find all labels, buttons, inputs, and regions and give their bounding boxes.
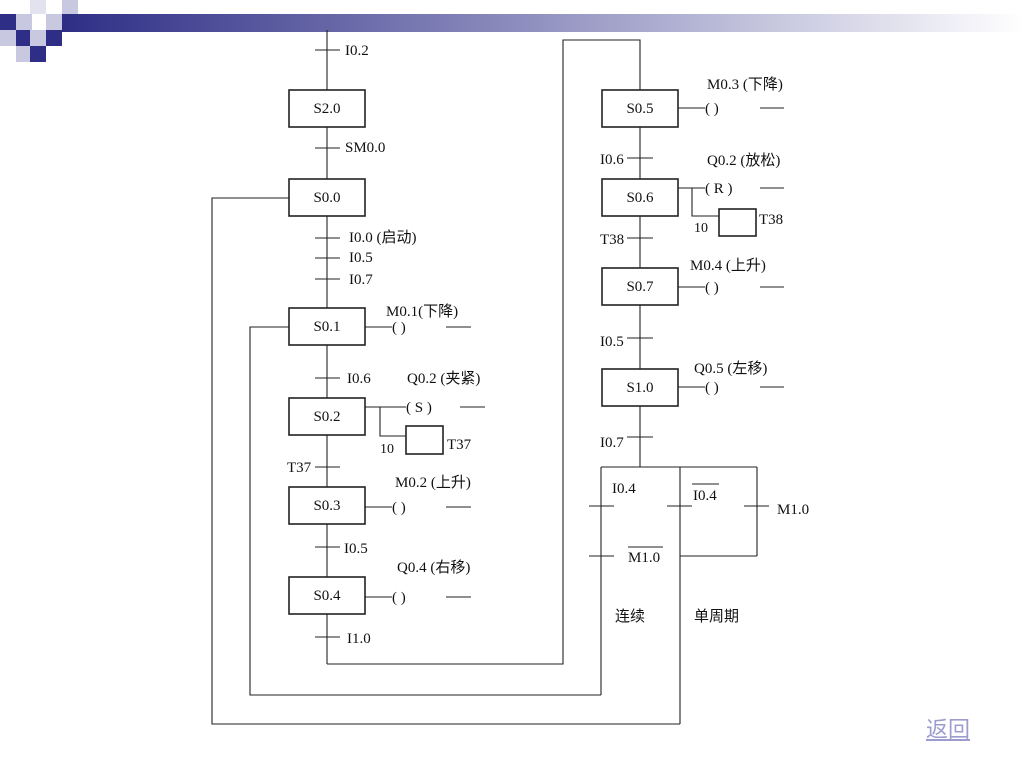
step-label: S2.0 [313,101,340,117]
action-label: M0.2 (上升) [395,474,471,491]
coil: ( ) [705,101,719,117]
action-s0-6: Q0.2 (放松) ( R ) T38 10 [678,152,784,237]
transition-label: I1.0 [347,631,371,647]
contact-label-negated: M1.0 [628,550,660,566]
step-label: S0.4 [313,588,341,604]
left-transition-labels: I0.2 SM0.0 I0.0 (启动) I0.5 I0.7 I0.6 T37 … [287,43,417,647]
step-s0-4: S0.4 [288,576,366,615]
step-s0-2: S0.2 [288,397,366,436]
coil: ( S ) [406,400,432,416]
action-label: M0.4 (上升) [690,257,766,274]
step-label: S0.6 [626,190,654,206]
back-link[interactable]: 返回 [926,718,971,743]
right-transition-labels: I0.6 T38 I0.5 I0.7 [600,152,624,451]
transition-label: I0.0 (启动) [349,229,417,246]
coil: ( ) [392,590,406,606]
step-s2-0: S2.0 [288,89,366,128]
contact-label: M1.0 [777,502,809,518]
coil: ( ) [705,280,719,296]
transition-label: I0.5 [600,334,624,350]
action-s0-1: M0.1(下降) ( ) [365,303,471,336]
coil: ( ) [705,380,719,396]
step-s0-1: S0.1 [288,307,366,346]
transition-label: T37 [287,460,312,476]
coil: ( ) [392,500,406,516]
action-s0-4: Q0.4 (右移) ( ) [365,559,471,606]
action-s0-5: M0.3 (下降) ( ) [678,76,784,117]
branch-wires [211,197,769,725]
timer-name: T38 [759,212,783,228]
step-label: S0.5 [626,101,653,117]
action-label: M0.3 (下降) [707,76,783,93]
transition-label: I0.6 [600,152,624,168]
title-banner [0,0,1024,62]
timer-value: 10 [694,221,708,236]
action-label: Q0.2 (夹紧) [407,370,480,387]
timer-value: 10 [380,442,394,457]
step-s0-0: S0.0 [288,178,366,217]
transition-label: I0.7 [600,435,624,451]
branch-label-continuous: 连续 [615,608,645,625]
step-s0-6: S0.6 [601,178,679,217]
step-s1-0: S1.0 [601,368,679,407]
step-label: S1.0 [626,380,653,396]
step-label: S0.2 [313,409,340,425]
action-label: Q0.4 (右移) [397,559,470,576]
transition-label: I0.5 [349,250,373,266]
action-s0-7: M0.4 (上升) ( ) [678,257,784,296]
transition-label: I0.6 [347,371,371,387]
branch-label-single-cycle: 单周期 [694,608,739,625]
transition-label: I0.2 [345,43,369,59]
coil: ( R ) [705,181,733,197]
contact-label: I0.4 [612,481,636,497]
action-s0-2: Q0.2 (夹紧) ( S ) T37 10 [365,370,485,457]
coil: ( ) [392,320,406,336]
action-label: Q0.5 (左移) [694,360,767,377]
timer-name: T37 [447,437,472,453]
transition-label: I0.7 [349,272,373,288]
step-s0-7: S0.7 [601,267,679,306]
step-label: S0.7 [626,279,654,295]
left-transition-bars [315,49,340,638]
action-s0-3: M0.2 (上升) ( ) [365,474,471,516]
left-spine-wires [326,30,641,665]
action-label: Q0.2 (放松) [707,152,780,169]
action-s1-0: Q0.5 (左移) ( ) [678,360,784,396]
step-s0-5: S0.5 [601,89,679,128]
step-s0-3: S0.3 [288,486,366,525]
transition-label: I0.5 [344,541,368,557]
step-label: S0.0 [313,190,340,206]
contact-label-negated: I0.4 [693,488,717,504]
right-transition-bars [627,157,653,438]
step-label: S0.3 [313,498,340,514]
step-label: S0.1 [313,319,340,335]
action-label: M0.1(下降) [386,303,458,320]
transition-label: T38 [600,232,624,248]
transition-label: SM0.0 [345,140,385,156]
branch-labels: I0.4 I0.4 M1.0 M1.0 连续 单周期 [612,481,809,625]
